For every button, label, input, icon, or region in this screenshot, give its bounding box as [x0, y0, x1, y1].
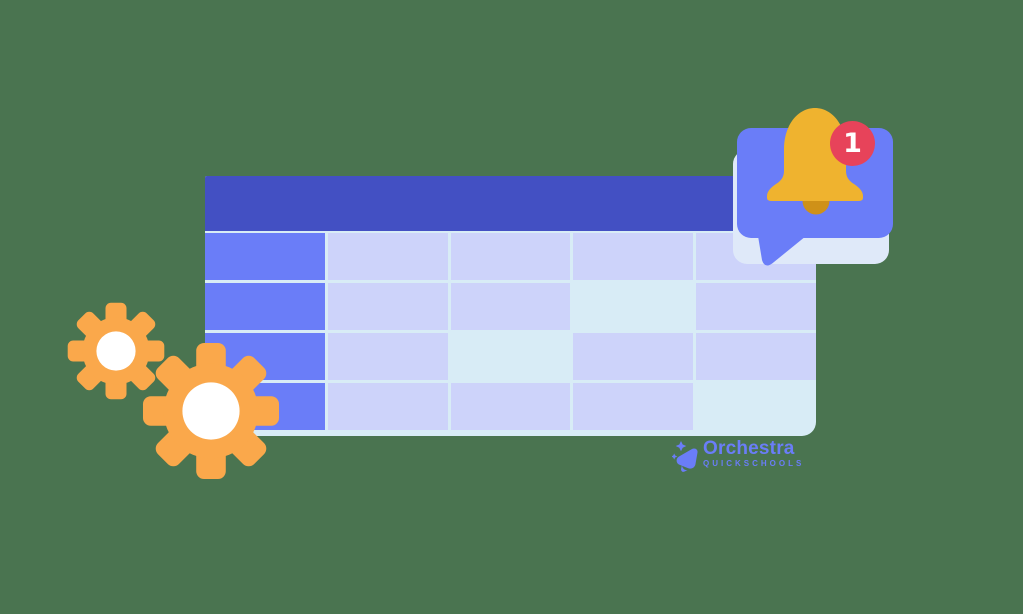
table-cell-r2-c1-rowheader: [205, 283, 325, 330]
logo-brand-text: Orchestra: [703, 438, 795, 459]
table-cell-r3-c4-filled: [573, 333, 694, 380]
table-cell-r4-c3-filled: [450, 383, 571, 430]
notification-badge: 1: [830, 121, 875, 166]
notification-bubble-tail: [758, 236, 806, 266]
table-cell-r3-c5-filled: [696, 333, 816, 380]
table-cell-r2-c2-filled: [327, 283, 448, 330]
table-grid: [205, 233, 816, 430]
gear-small-icon: [67, 302, 165, 400]
schedule-table: [205, 176, 816, 436]
table-cell-r4-c2-filled: [327, 383, 448, 430]
table-cell-r3-c2-filled: [327, 333, 448, 380]
megaphone-sparkle-icon: [672, 441, 698, 472]
table-cell-r2-c5-filled: [696, 283, 816, 330]
table-cell-r1-c4-filled: [573, 233, 694, 280]
table-cell-r2-c4-empty: [573, 283, 693, 330]
table-cell-r4-c4-filled: [573, 383, 694, 430]
table-cell-r1-c1-rowheader: [205, 233, 325, 280]
table-cell-r1-c3-filled: [450, 233, 571, 280]
table-cell-r1-c2-filled: [327, 233, 448, 280]
gear-large-icon: [142, 342, 280, 480]
table-header-row: [205, 176, 816, 231]
notification-count: 1: [843, 128, 862, 159]
table-cell-r3-c3-empty: [451, 333, 571, 380]
table-cell-r4-c5-empty: [696, 383, 816, 430]
table-cell-r2-c3-filled: [450, 283, 571, 330]
logo-subbrand-text: QUICKSCHOOLS: [703, 459, 805, 468]
brand-logo: Orchestra QUICKSCHOOLS: [672, 438, 805, 472]
